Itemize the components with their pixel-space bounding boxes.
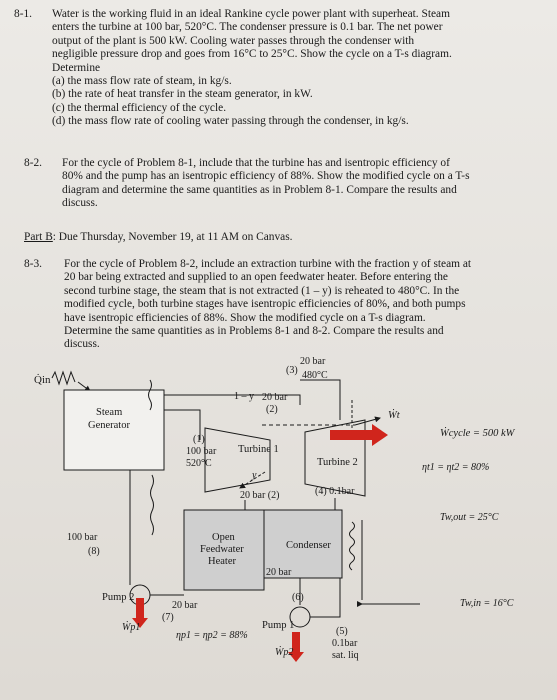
w-cycle-label: Ẇcycle = 500 kW — [440, 427, 516, 439]
problem-8-2: For the cycle of Problem 8-1, include th… — [62, 157, 552, 211]
state4-label: (4) 0.1bar — [315, 486, 355, 497]
problem-8-1: Water is the working fluid in an ideal R… — [52, 8, 552, 129]
w-p1-label: Ẇp1 — [122, 621, 140, 633]
w-p2-label: Ẇp2 — [275, 646, 293, 658]
pipe-state1 — [164, 409, 201, 440]
part-b-heading: Part B: Due Thursday, November 19, at 11… — [24, 231, 293, 243]
state5-pressure: 0.1bar — [332, 638, 358, 649]
turbine-2-shape — [304, 419, 366, 497]
state20-label: 20 bar — [266, 567, 292, 578]
part-b-label: Part B — [24, 231, 53, 243]
work-output-arrow — [354, 416, 381, 426]
t-w-in-label: Tw,in = 16°C — [460, 598, 514, 609]
problem-line: negligible pressure drop and goes from 1… — [52, 48, 452, 61]
state7-pressure: 20 bar — [172, 600, 198, 611]
state3-pressure: 20 bar — [300, 356, 326, 367]
problem-item: (a) the mass flow rate of steam, in kg/s… — [52, 75, 232, 88]
condenser-label: Condenser — [286, 540, 331, 551]
pipe-state3 — [300, 379, 341, 420]
state8-number: (8) — [88, 546, 100, 557]
problem-line: 20 bar being extracted and supplied to a… — [64, 271, 448, 284]
problem-line: Determine the same quantities as in Prob… — [64, 325, 444, 338]
problem-number-8-2: 8-2. — [24, 157, 43, 169]
pump-2-label: Pump 2 — [102, 592, 134, 603]
problem-line: For the cycle of Problem 8-2, include an… — [64, 258, 472, 270]
problem-line: Determine — [52, 61, 101, 74]
pump-1-label: Pump 1 — [262, 620, 294, 631]
state5-quality: sat. liq — [332, 650, 359, 661]
heat-input-squiggle — [51, 370, 76, 386]
steam-generator-label-2: Generator — [88, 420, 130, 431]
t-w-out-label: Tw,out = 25°C — [440, 512, 499, 523]
state1-pressure: 100 bar — [186, 446, 217, 457]
ofwh-label-3: Heater — [208, 556, 236, 567]
state2-top-number: (2) — [266, 404, 278, 415]
problem-line: For the cycle of Problem 8-1, include th… — [62, 157, 450, 169]
pump-2-red-arrow — [136, 598, 144, 618]
pipe-reheat — [164, 394, 301, 405]
state1-number: (1) — [193, 434, 205, 445]
pump-1-red-arrow-head — [288, 652, 304, 662]
open-feedwater-heater-box — [183, 509, 265, 591]
one-minus-y-label: 1 – y — [234, 391, 254, 402]
pump-efficiency-label: ηp1 = ηp2 = 88% — [176, 630, 248, 641]
state7-number: (7) — [162, 612, 174, 623]
red-arrow-head — [372, 424, 388, 446]
q-in-label: Q̇in — [34, 374, 51, 386]
problem-line: second turbine stage, the steam that is … — [64, 284, 460, 297]
extraction-y-label: y — [251, 470, 257, 481]
problem-8-3: For the cycle of Problem 8-2, include an… — [64, 258, 552, 352]
steam-generator-label-1: Steam — [96, 407, 122, 418]
problem-line: discuss. — [64, 338, 100, 351]
steam-generator-box — [63, 389, 165, 471]
pump-1-red-arrow — [292, 632, 300, 652]
problem-item: (c) the thermal efficiency of the cycle. — [52, 101, 227, 114]
problem-number-8-1: 8-1. — [14, 8, 33, 20]
problem-line: diagram and determine the same quantitie… — [62, 183, 457, 196]
problem-line: 80% and the pump has an isentropic effic… — [62, 170, 470, 183]
problem-line: discuss. — [62, 197, 98, 210]
problem-number-8-3: 8-3. — [24, 258, 43, 270]
state2-bottom-label: 20 bar (2) — [240, 490, 279, 501]
state3-number: (3) — [286, 365, 298, 376]
ofwh-label-1: Open — [212, 532, 235, 543]
red-arrow-overlay — [330, 430, 375, 440]
problem-item: (d) the mass flow rate of cooling water … — [52, 115, 409, 128]
turbine-1-shape — [204, 427, 271, 493]
state2-top-pressure: 20 bar — [262, 392, 288, 403]
state6-label: (6) — [292, 592, 304, 603]
problem-line: have isentropic efficiencies of 88%. Sho… — [64, 311, 426, 324]
part-b-text: : Due Thursday, November 19, at 11 AM on… — [52, 231, 293, 243]
pump-2-red-arrow-head — [132, 618, 148, 628]
condenser-box — [263, 509, 343, 579]
state5-number: (5) — [336, 626, 348, 637]
problem-line: output of the plant is 500 kW. Cooling w… — [52, 34, 415, 47]
state3-temperature: 480°C — [302, 370, 328, 381]
problem-line: Water is the working fluid in an ideal R… — [52, 8, 450, 20]
turbine-efficiency-label: ηt1 = ηt2 = 80% — [422, 462, 489, 473]
state8-pressure: 100 bar — [67, 532, 98, 543]
boiler-coil — [150, 474, 154, 536]
pipe-state5 — [310, 578, 341, 618]
turbine-2-label: Turbine 2 — [317, 457, 358, 468]
state1-temperature: 520°C — [186, 458, 212, 469]
ofwh-label-2: Feedwater — [200, 544, 244, 555]
problem-line: enters the turbine at 100 bar, 520°C. Th… — [52, 21, 443, 34]
turbine-1-label: Turbine 1 — [238, 444, 279, 455]
problem-item: (b) the rate of heat transfer in the ste… — [52, 88, 313, 101]
condenser-coil — [349, 521, 355, 571]
reheat-coil — [148, 379, 152, 411]
problem-line: modified cycle, both turbine stages have… — [64, 298, 466, 311]
turbine-work-label: Ẇt — [388, 409, 401, 421]
